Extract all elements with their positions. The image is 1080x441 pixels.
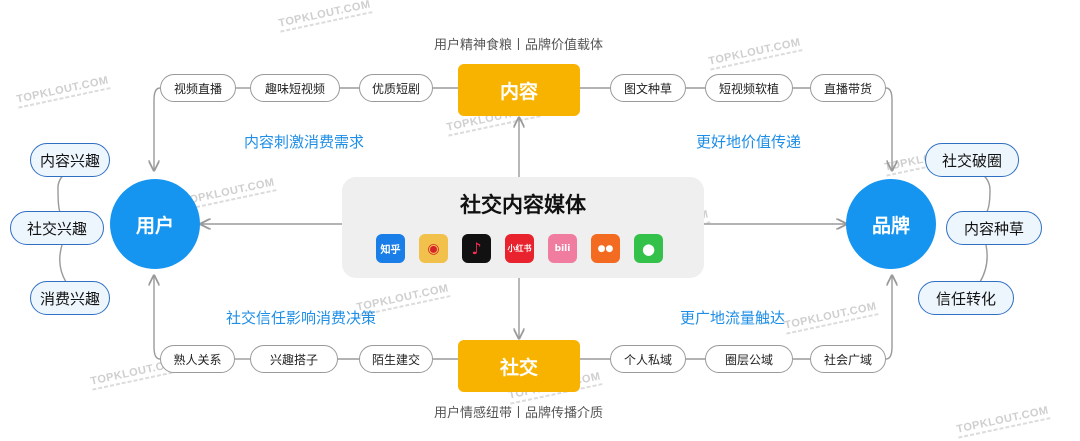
pill-short-video-placement: 短视频软植 [705, 74, 793, 102]
xiaohongshu-icon: 小红书 [505, 234, 534, 263]
user-node: 用户 [110, 179, 200, 269]
social-node: 社交 [458, 340, 580, 392]
top-caption: 用户精神食粮丨品牌价值载体 [434, 38, 604, 53]
pill-live-commerce: 直播带货 [810, 74, 886, 102]
douyin-icon: ♪ [462, 234, 491, 263]
kuaishou-icon: ●● [591, 234, 620, 263]
app-icon-row: 知乎 ◉ ♪ 小红书 bili ●● ● [376, 234, 663, 263]
bilibili-icon: bili [548, 234, 577, 263]
center-title: 社交内容媒体 [460, 193, 586, 217]
pill-video-live: 视频直播 [160, 74, 236, 102]
pill-circle-public-domain: 圈层公域 [705, 345, 793, 373]
user-interest-content: 内容兴趣 [30, 143, 110, 177]
content-node: 内容 [458, 64, 580, 116]
weibo-icon: ◉ [419, 234, 448, 263]
pill-acquaintance: 熟人关系 [160, 345, 235, 373]
brand-effect-trust-conversion: 信任转化 [918, 281, 1014, 315]
pill-stranger-connect: 陌生建交 [359, 345, 433, 373]
zhihu-icon: 知乎 [376, 234, 405, 263]
center-box: 社交内容媒体 知乎 ◉ ♪ 小红书 bili ●● ● [342, 177, 704, 278]
label-top-left: 内容刺激消费需求 [244, 133, 365, 151]
pill-private-domain: 个人私域 [610, 345, 686, 373]
bottom-caption: 用户情感纽带丨品牌传播介质 [434, 406, 604, 421]
user-interest-social: 社交兴趣 [10, 211, 104, 245]
brand-effect-social-breakout: 社交破圈 [925, 143, 1019, 177]
pill-quality-short-drama: 优质短剧 [359, 74, 433, 102]
label-top-right: 更好地价值传递 [696, 133, 802, 151]
brand-effect-content-seeding: 内容种草 [946, 211, 1042, 245]
pill-society-wide: 社会广域 [810, 345, 886, 373]
pill-fun-short-video: 趣味短视频 [250, 74, 340, 102]
label-bottom-right: 更广地流量触达 [680, 309, 786, 327]
pill-image-seeding: 图文种草 [610, 74, 686, 102]
pill-interest-buddy: 兴趣搭子 [250, 345, 338, 373]
brand-node: 品牌 [846, 179, 936, 269]
user-interest-consumption: 消费兴趣 [30, 281, 110, 315]
label-bottom-left: 社交信任影响消费决策 [226, 309, 377, 327]
wechat-icon: ● [634, 234, 663, 263]
